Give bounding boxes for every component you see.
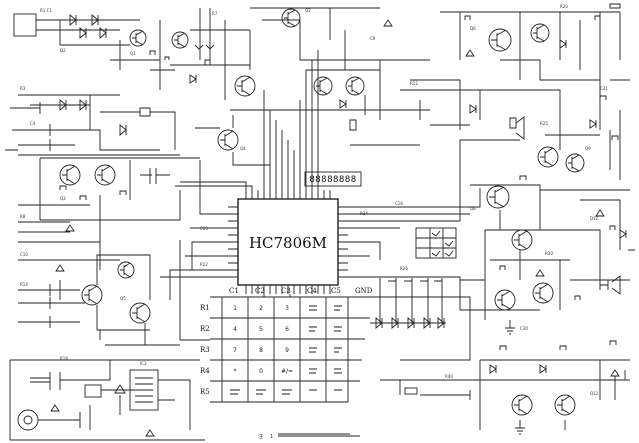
row-r4: R4 (200, 367, 210, 375)
svg-text:Q8: Q8 (470, 206, 476, 211)
svg-text:R8: R8 (20, 214, 26, 219)
col-c2: C2 (255, 287, 265, 295)
row-r1: R1 (200, 304, 210, 312)
svg-text:Q4: Q4 (240, 146, 246, 151)
lcd-display: 88888888 (304, 171, 362, 187)
switch-table (415, 227, 457, 259)
col-c1: C1 (229, 287, 239, 295)
figure-number: 1 (270, 434, 273, 440)
svg-text:D2: D2 (60, 48, 66, 53)
row-r5: R5 (200, 388, 210, 396)
svg-text:Q12: Q12 (590, 391, 599, 396)
svg-text:IC2: IC2 (140, 361, 147, 366)
lcd-digits: 88888888 (309, 175, 356, 185)
svg-text:R30: R30 (545, 251, 553, 256)
svg-text:Q5: Q5 (120, 296, 126, 301)
caption-note: 注 (258, 433, 263, 440)
col-c3: C3 (281, 287, 291, 295)
key-5: 5 (259, 326, 263, 333)
row-r3: R3 (200, 346, 210, 354)
svg-text:C21: C21 (600, 86, 608, 91)
keypad-matrix: C1 C2 C3 C4 C5 GND R1 R2 R3 R4 R5 1 2 3 … (200, 287, 373, 403)
svg-text:R14: R14 (20, 282, 28, 287)
figure-caption: 注 1 (258, 433, 360, 440)
svg-text:R18: R18 (60, 356, 68, 361)
svg-text:R25: R25 (540, 121, 548, 126)
top-left-circuit (5, 13, 180, 156)
svg-text:R3: R3 (20, 86, 26, 91)
svg-text:Q9: Q9 (585, 146, 591, 151)
key-0: 0 (259, 368, 263, 375)
power-supply-circuit (9, 359, 205, 441)
key-2: 2 (259, 305, 263, 312)
col-c5: C5 (331, 287, 341, 295)
top-middle-circuit (170, 7, 420, 166)
right-middle-circuit (460, 175, 635, 335)
row-r2: R2 (200, 325, 210, 333)
key-7: 7 (233, 347, 237, 354)
key-4: 4 (233, 326, 237, 333)
svg-text:C9: C9 (370, 36, 376, 41)
svg-text:C4: C4 (30, 121, 36, 126)
svg-text:R12: R12 (410, 81, 418, 86)
svg-text:R40: R40 (445, 374, 453, 379)
key-hash: #/= (281, 368, 293, 375)
svg-text:Q1: Q1 (130, 51, 136, 56)
svg-text:C16: C16 (395, 201, 403, 206)
main-ic: HC7806M (228, 190, 348, 294)
right-top-circuit (395, 3, 630, 180)
key-star: * (234, 368, 237, 375)
svg-text:Q6: Q6 (470, 26, 476, 31)
key-6: 6 (285, 326, 289, 333)
svg-text:R22: R22 (200, 262, 208, 267)
bus-wiring (160, 50, 520, 382)
key-9: 9 (285, 347, 289, 354)
svg-text:R24: R24 (360, 211, 368, 216)
col-c4: C4 (307, 287, 317, 295)
mid-left-circuit (18, 157, 210, 346)
ic-name: HC7806M (249, 234, 327, 252)
diode-array (370, 278, 446, 329)
svg-text:Q3: Q3 (60, 196, 66, 201)
svg-text:C15: C15 (200, 226, 208, 231)
svg-text:R20: R20 (560, 4, 568, 9)
svg-text:C30: C30 (520, 326, 528, 331)
key-3: 3 (285, 305, 289, 312)
key-8: 8 (259, 347, 263, 354)
svg-text:R26: R26 (400, 266, 408, 271)
key-1: 1 (233, 305, 237, 312)
svg-text:R1 C1: R1 C1 (40, 8, 52, 13)
svg-text:D12: D12 (590, 216, 599, 221)
svg-text:Q2: Q2 (305, 8, 311, 13)
svg-text:C10: C10 (20, 252, 28, 257)
svg-text:R7: R7 (212, 11, 218, 16)
gnd-label: GND (355, 287, 373, 295)
right-bottom-circuit (380, 340, 630, 435)
